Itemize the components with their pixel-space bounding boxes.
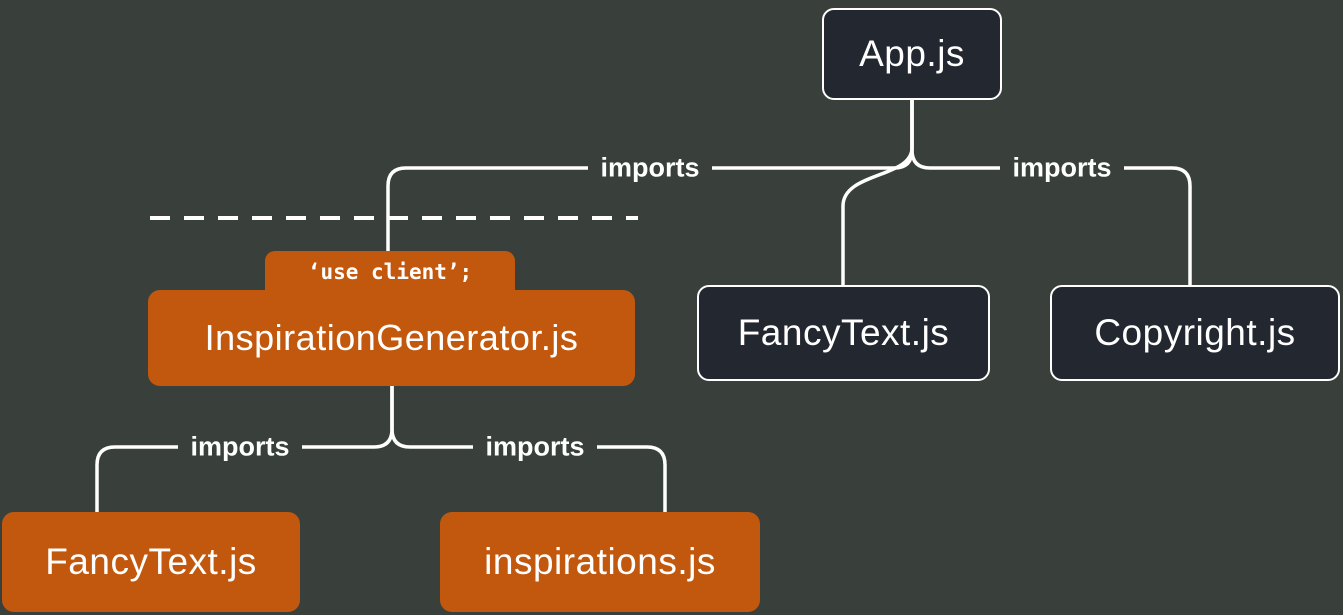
edge-label-imports-app-copyright: imports — [1012, 152, 1112, 183]
edge-label-imports-app-inspiration: imports — [600, 152, 700, 183]
use-client-badge-label: ‘use client’; — [307, 260, 473, 284]
node-fancytext-js-imported-by-client: FancyText.js — [2, 512, 300, 612]
edge-label-imports-ig-inspirations: imports — [485, 431, 585, 462]
node-inspiration-generator-js-label: InspirationGenerator.js — [204, 317, 579, 358]
node-fancytext-js-imported-by-client-label: FancyText.js — [45, 541, 257, 582]
edge-app-to-copyright — [910, 100, 1192, 287]
node-copyright-js-label: Copyright.js — [1094, 312, 1296, 353]
edge-label-imports-ig-fancytext: imports — [190, 431, 290, 462]
node-copyright-js: Copyright.js — [1050, 285, 1340, 381]
use-client-badge: ‘use client’; — [265, 251, 515, 293]
node-fancytext-js-imported-by-app: FancyText.js — [697, 285, 990, 381]
node-app-js: App.js — [822, 8, 1002, 100]
edge-inspiration-generator-to-inspirations — [390, 385, 667, 512]
node-inspiration-generator-js: InspirationGenerator.js — [148, 290, 635, 386]
node-inspirations-js: inspirations.js — [440, 512, 760, 612]
node-fancytext-js-imported-by-app-label: FancyText.js — [737, 312, 950, 353]
node-app-js-label: App.js — [859, 33, 965, 74]
edge-app-to-fancytext — [841, 100, 914, 287]
node-inspirations-js-label: inspirations.js — [484, 541, 716, 582]
